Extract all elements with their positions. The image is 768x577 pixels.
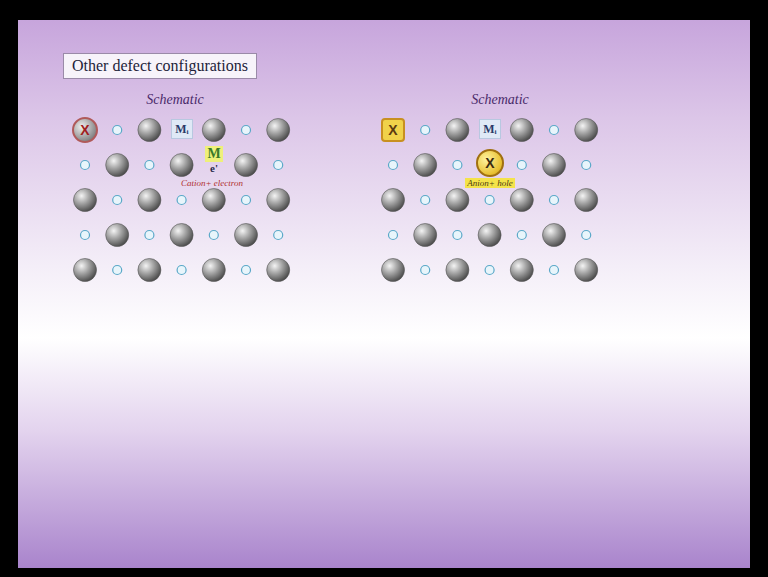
cation-dot	[145, 161, 154, 170]
cation-dot	[242, 126, 251, 135]
anion-hole-site: X	[476, 149, 504, 177]
interstitial-box: Mᵢ	[171, 119, 193, 139]
anion-sphere	[235, 224, 258, 247]
anion-sphere	[74, 259, 97, 282]
slide-background: Other defect configurationsXMᵢMe'XMᵢXSch…	[18, 20, 750, 568]
slide-title: Other defect configurations	[63, 53, 257, 79]
cation-dot	[209, 231, 218, 240]
anion-sphere	[510, 119, 533, 142]
cation-dot	[453, 231, 462, 240]
anion-sphere	[382, 259, 405, 282]
defect-caption: Anion+ hole	[465, 178, 514, 188]
cation-dot	[177, 196, 186, 205]
defect-caption: Cation+ electron	[181, 178, 243, 188]
cation-dot	[421, 266, 430, 275]
cation-dot	[274, 161, 283, 170]
cation-dot	[453, 161, 462, 170]
cation-dot	[517, 161, 526, 170]
node-text: Mᵢ	[483, 122, 496, 137]
anion-sphere	[267, 189, 290, 212]
cation-dot	[517, 231, 526, 240]
cation-electron: Me'	[201, 144, 227, 176]
anion-sphere	[510, 259, 533, 282]
anion-sphere	[414, 154, 437, 177]
schematic-heading: Schematic	[146, 92, 204, 108]
cation-dot	[81, 231, 90, 240]
anion-sphere	[138, 189, 161, 212]
anion-sphere	[202, 189, 225, 212]
node-text: X	[485, 155, 494, 171]
anion-sphere	[202, 119, 225, 142]
node-text: X	[388, 122, 397, 138]
defect-site: X	[72, 117, 98, 143]
anion-sphere	[575, 259, 598, 282]
anion-sphere	[138, 119, 161, 142]
anion-sphere	[446, 189, 469, 212]
cation-dot	[113, 126, 122, 135]
cation-dot	[582, 231, 591, 240]
anion-sphere	[235, 154, 258, 177]
anion-sphere	[267, 259, 290, 282]
cation-dot	[389, 231, 398, 240]
cation-dot	[113, 266, 122, 275]
anion-sphere	[543, 224, 566, 247]
cation-dot	[550, 266, 559, 275]
cation-dot	[550, 196, 559, 205]
cation-dot	[274, 231, 283, 240]
node-text: M	[205, 146, 222, 162]
cation-dot	[389, 161, 398, 170]
anion-sphere	[170, 154, 193, 177]
cation-dot	[242, 196, 251, 205]
anion-sphere	[414, 224, 437, 247]
interstitial-box: Mᵢ	[479, 119, 501, 139]
cation-dot	[421, 126, 430, 135]
anion-sphere	[575, 119, 598, 142]
anion-sphere	[170, 224, 193, 247]
lattice-illustration	[18, 20, 750, 568]
anion-sphere	[382, 189, 405, 212]
cation-dot	[421, 196, 430, 205]
anion-sphere	[138, 259, 161, 282]
cation-dot	[485, 266, 494, 275]
anion-sphere	[74, 189, 97, 212]
anion-sphere	[478, 224, 501, 247]
cation-dot	[242, 266, 251, 275]
cation-dot	[582, 161, 591, 170]
defect-site: X	[381, 118, 405, 142]
anion-sphere	[510, 189, 533, 212]
anion-sphere	[575, 189, 598, 212]
node-text: Mᵢ	[175, 122, 188, 137]
anion-sphere	[446, 259, 469, 282]
anion-sphere	[267, 119, 290, 142]
node-text: e'	[210, 162, 218, 174]
cation-dot	[145, 231, 154, 240]
schematic-heading: Schematic	[471, 92, 529, 108]
cation-dot	[177, 266, 186, 275]
anion-sphere	[446, 119, 469, 142]
cation-dot	[485, 196, 494, 205]
cation-dot	[81, 161, 90, 170]
cation-dot	[550, 126, 559, 135]
anion-sphere	[202, 259, 225, 282]
anion-sphere	[106, 224, 129, 247]
node-text: X	[80, 122, 89, 138]
cation-dot	[113, 196, 122, 205]
anion-sphere	[106, 154, 129, 177]
anion-sphere	[543, 154, 566, 177]
